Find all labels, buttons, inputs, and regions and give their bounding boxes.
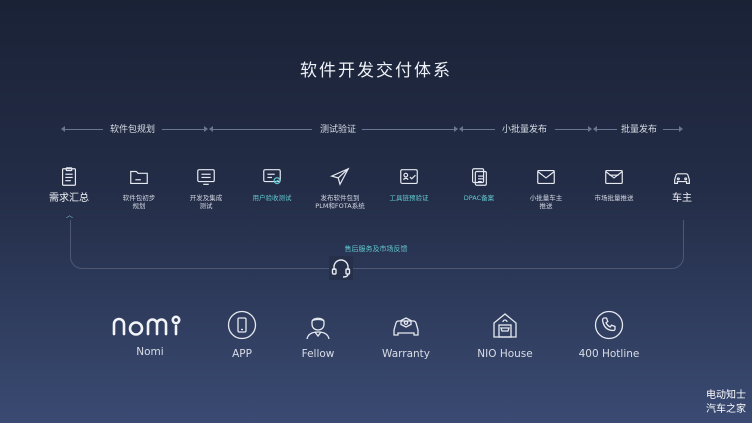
- step-label: 需求汇总: [49, 193, 89, 204]
- step-mass-push: 市场批量推送: [579, 166, 649, 202]
- fellow-person-icon: [306, 317, 330, 340]
- watermark: 电动知士 汽车之家: [706, 389, 746, 417]
- page-title: 软件开发交付体系: [300, 61, 452, 81]
- checked-card-icon: [400, 169, 418, 185]
- warranty-car-icon: [393, 317, 419, 336]
- chevron-up-icon: ︿: [66, 211, 73, 219]
- channel-fellow: Fellow: [263, 310, 373, 360]
- watermark-line2: 汽车之家: [706, 404, 746, 415]
- channel-warranty: Warranty: [351, 310, 461, 360]
- step-owner: 车主: [647, 166, 717, 205]
- step-label: 市场批量推送: [594, 194, 634, 202]
- channel-nio-house: NIO House: [450, 310, 560, 360]
- documents-icon: [471, 168, 487, 186]
- phase-label-planning: 软件包规划: [110, 125, 156, 135]
- channel-label: Fellow: [301, 348, 335, 360]
- phase-arrow-left: [61, 126, 65, 132]
- step-label: 发布软件包到 PLM和FOTA系统: [315, 194, 365, 210]
- feedback-node: [329, 256, 353, 280]
- nio-house-icon: [493, 313, 517, 338]
- phone-handset-icon: [594, 310, 624, 340]
- step-label: 小批量车主 推送: [529, 194, 563, 210]
- channel-label: Nomi: [136, 346, 164, 358]
- nomi-logo: [112, 315, 181, 336]
- mail-icon: [537, 169, 555, 185]
- step-requirements: 需求汇总: [34, 166, 104, 205]
- channel-label: NIO House: [477, 348, 533, 360]
- channel-label: 400 Hotline: [578, 348, 640, 360]
- channel-hotline: 400 Hotline: [554, 310, 664, 360]
- step-label: DPAC备案: [463, 194, 495, 202]
- feedback-label: 售后服务及市场反馈: [344, 245, 408, 253]
- step-initial-planning: 软件包初步 规划: [104, 166, 174, 210]
- folder-icon: [130, 170, 148, 185]
- send-icon: [330, 167, 350, 186]
- step-label: 软件包初步 规划: [122, 194, 156, 210]
- step-release-plm-fota: 发布软件包到 PLM和FOTA系统: [305, 166, 375, 210]
- feedback-loop: [70, 220, 684, 269]
- step-label: 工具链预验证: [389, 194, 429, 202]
- clipboard-icon: [61, 167, 77, 186]
- step-small-batch-push: 小批量车主 推送: [511, 166, 581, 210]
- step-dpac-filing: DPAC备案: [444, 166, 514, 202]
- channel-label: Warranty: [381, 348, 430, 360]
- step-label: 用户验收测试: [252, 194, 292, 202]
- acceptance-test-icon: [263, 169, 281, 185]
- phase-label-mass-release: 批量发布: [621, 125, 658, 135]
- step-toolchain-validation: 工具链预验证: [374, 166, 444, 202]
- step-label: 开发及集成 测试: [189, 194, 223, 210]
- step-label: 车主: [672, 193, 692, 204]
- mail-open-icon: [605, 169, 623, 185]
- channel-nomi: Nomi: [95, 310, 205, 358]
- dev-test-icon: [197, 169, 215, 185]
- phase-label-testing: 测试验证: [320, 125, 357, 135]
- watermark-line1: 电动知士: [706, 390, 746, 401]
- phone-icon: [227, 310, 257, 340]
- step-dev-integration: 开发及集成 测试: [171, 166, 241, 210]
- channel-label: APP: [232, 348, 252, 360]
- car-icon: [674, 173, 690, 185]
- phase-label-small-release: 小批量发布: [502, 125, 548, 135]
- step-acceptance-test: 用户验收测试: [237, 166, 307, 202]
- headset-icon: [331, 259, 351, 278]
- channel-app: APP: [187, 310, 297, 360]
